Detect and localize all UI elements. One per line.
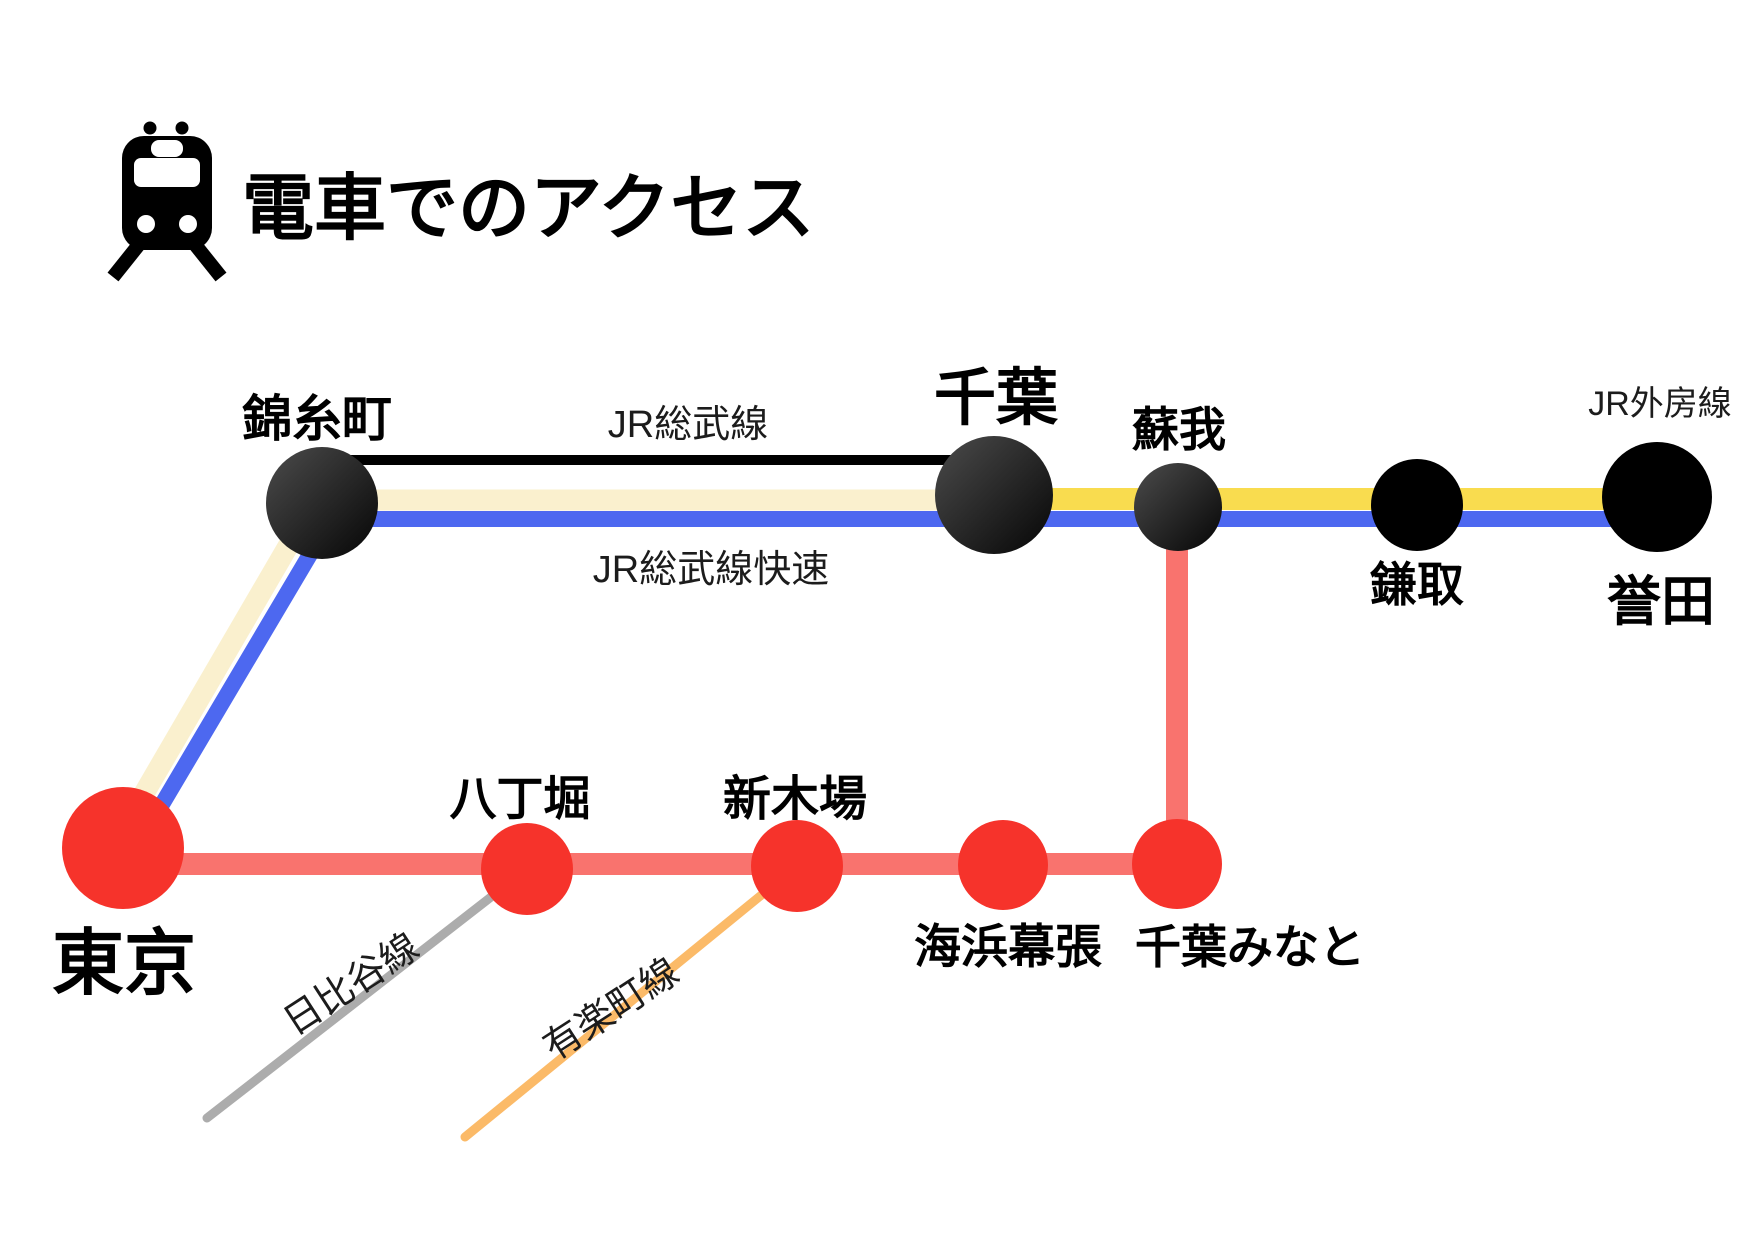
station-label-kamatori: 鎌取	[1370, 558, 1464, 611]
station-label-chiba-minato: 千葉みなと	[1135, 921, 1365, 973]
station-honda	[1602, 442, 1712, 552]
station-chiba-minato	[1132, 819, 1222, 909]
train-icon	[107, 121, 227, 282]
station-label-hatchobori: 八丁堀	[450, 772, 591, 825]
line-hibiya	[202, 864, 532, 1123]
station-label-honda: 誉田	[1607, 572, 1715, 632]
line-label-jr-sotobo-label: JR外房線	[1588, 385, 1732, 423]
station-kinshicho	[266, 447, 378, 559]
line-label-jr-sobu-label: JR総武線	[608, 404, 768, 446]
stations-layer	[62, 436, 1712, 915]
station-chiba	[935, 436, 1053, 554]
station-label-shin-kiba: 新木場	[723, 773, 867, 826]
station-label-chiba: 千葉	[934, 364, 1059, 433]
line-label-yurakucho-label: 有楽町線	[536, 951, 686, 1069]
station-shin-kiba	[751, 820, 843, 912]
station-label-kaihin-makuhari: 海浜幕張	[914, 920, 1102, 973]
station-soga	[1134, 463, 1222, 551]
station-kaihin-makuhari	[958, 820, 1048, 910]
station-label-soga: 蘇我	[1132, 403, 1226, 456]
line-yurakucho	[460, 861, 802, 1142]
page-title: 電車でのアクセス	[242, 169, 814, 249]
station-label-kinshicho: 錦糸町	[242, 391, 392, 447]
station-label-tokyo: 東京	[52, 924, 196, 1004]
station-kamatori	[1371, 459, 1463, 551]
station-hatchobori	[481, 823, 573, 915]
station-tokyo	[62, 787, 184, 909]
line-label-jr-sobu-rapid-label: JR総武線快速	[593, 549, 829, 591]
line-label-hibiya-label: 日比谷線	[276, 926, 426, 1044]
